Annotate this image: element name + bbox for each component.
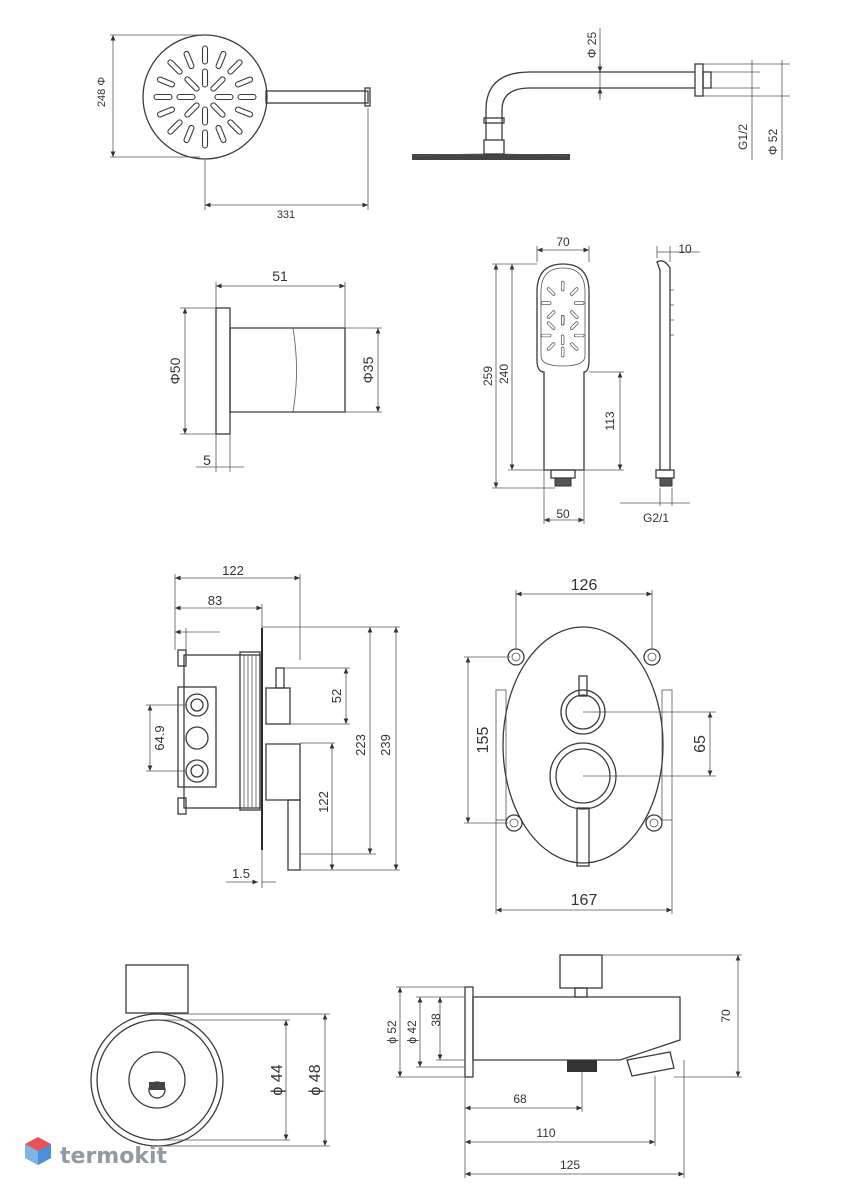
spray-pattern [153, 45, 257, 149]
port-lower [185, 759, 209, 783]
dim-spout-d48: ϕ 48 [307, 1064, 324, 1095]
dim-mixer-top: 52 [329, 689, 344, 703]
dim-spout-l110: 110 [536, 1126, 555, 1140]
watermark-text: termokit [60, 1144, 167, 1169]
mixer-body-view: 122 83 64.9 52 122 223 239 1.5 [146, 563, 400, 888]
dim-hand-handle: 113 [603, 411, 617, 430]
spout-side-view: ϕ 52 ϕ 42 38 70 68 110 125 [385, 954, 742, 1178]
port-upper [185, 693, 209, 717]
dim-mixer-plate: 1.5 [232, 866, 250, 881]
shower-head-side-view: Φ 25 G1/2 Φ 52 [412, 28, 790, 160]
dim-shower-diameter: 248 Φ [96, 77, 108, 107]
dim-mixer-lower: 122 [316, 791, 331, 813]
mixer-front-view: 126 155 65 167 [464, 577, 716, 914]
dim-front-height: 155 [475, 727, 492, 754]
dim-mixer-inner: 83 [208, 593, 222, 608]
cube-icon [25, 1137, 51, 1165]
holder-view: 51 Φ50 Φ35 5 [167, 268, 382, 472]
dim-front-offset: 65 [692, 735, 709, 753]
dim-hand-thread: G2/1 [643, 511, 669, 525]
dim-spout-l68: 68 [513, 1092, 527, 1106]
dim-mixer-depth: 122 [222, 563, 244, 578]
dim-hand-height: 240 [497, 364, 511, 384]
dim-front-width: 167 [571, 892, 598, 909]
spout-front-view: ϕ 44 ϕ 48 [90, 964, 330, 1147]
mounting-lug-tr [643, 648, 661, 666]
dim-hand-thickness: 10 [678, 242, 692, 256]
dim-spout-h70: 70 [719, 1009, 733, 1023]
hand-shower-front-view: 70 259 240 113 50 [481, 235, 624, 524]
dim-mixer-height1: 223 [353, 734, 368, 756]
mounting-lug-br [645, 814, 663, 832]
dim-arm-diameter: Φ 25 [585, 32, 599, 59]
dim-flange: Φ 52 [766, 129, 780, 156]
dim-spout-d44: ϕ 44 [269, 1064, 286, 1095]
dim-hand-width: 70 [556, 235, 570, 249]
dim-holder-depth: 51 [272, 268, 288, 284]
dim-mixer-height2: 239 [378, 734, 393, 756]
dim-front-width-top: 126 [571, 577, 598, 594]
termokit-logo: termokit [25, 1137, 167, 1169]
hand-shower-side-view: 10 G2/1 [620, 242, 700, 525]
main-lever [549, 742, 617, 867]
dim-shower-length: 331 [277, 209, 295, 221]
dim-thread: G1/2 [736, 124, 750, 150]
mounting-lug-bl [505, 814, 523, 832]
dim-spout-l125: 125 [560, 1158, 580, 1172]
dim-hand-total-height: 259 [481, 366, 495, 386]
shower-head-front-view: 248 Φ 331 [96, 34, 371, 221]
dim-holder-thickness: 5 [203, 452, 211, 468]
dim-spout-h38: 38 [429, 1013, 443, 1027]
dim-spout-d42: ϕ 42 [405, 1020, 419, 1044]
port-middle [185, 726, 209, 750]
dim-hand-bottom: 50 [556, 507, 570, 521]
dim-holder-body-dia: Φ35 [360, 356, 376, 383]
dim-mixer-spacing: 64.9 [152, 725, 167, 750]
mounting-lug-tl [507, 648, 525, 666]
dim-spout-d52: ϕ 52 [385, 1020, 399, 1044]
dim-holder-flange-dia: Φ50 [167, 357, 183, 384]
diverter-knob [560, 675, 606, 735]
